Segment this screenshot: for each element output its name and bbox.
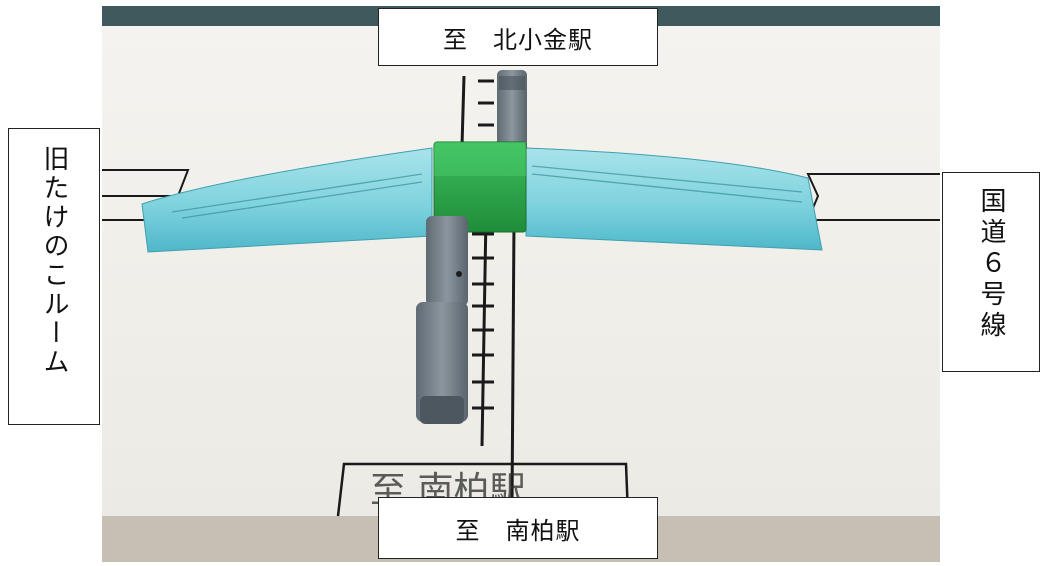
diorama-photo: 至 南柏駅 — [102, 6, 940, 562]
overpass-left — [141, 147, 433, 253]
direction-label-top: 至 北小金駅 — [378, 8, 658, 66]
direction-label-left: 旧たけのこルーム — [8, 128, 100, 425]
station-block — [433, 141, 527, 233]
train-near-car-1 — [426, 216, 468, 306]
train-far — [497, 70, 527, 154]
label-top-text: 至 北小金駅 — [443, 25, 593, 54]
right-road-sketch — [806, 173, 940, 221]
diorama-scene: 至 南柏駅 — [102, 6, 940, 562]
overpass-right — [525, 147, 823, 251]
train-near-car-2 — [416, 302, 468, 422]
label-left-text: 旧たけのこルーム — [39, 145, 69, 377]
label-right-text: 国道６号線 — [976, 187, 1006, 342]
direction-label-right: 国道６号線 — [942, 172, 1040, 372]
label-bottom-text: 至 南柏駅 — [455, 516, 581, 545]
rail-line-right — [510, 220, 516, 507]
left-road-sketch — [102, 169, 190, 197]
direction-label-bottom: 至 南柏駅 — [378, 497, 658, 559]
handwritten-sign-frame — [336, 462, 630, 517]
